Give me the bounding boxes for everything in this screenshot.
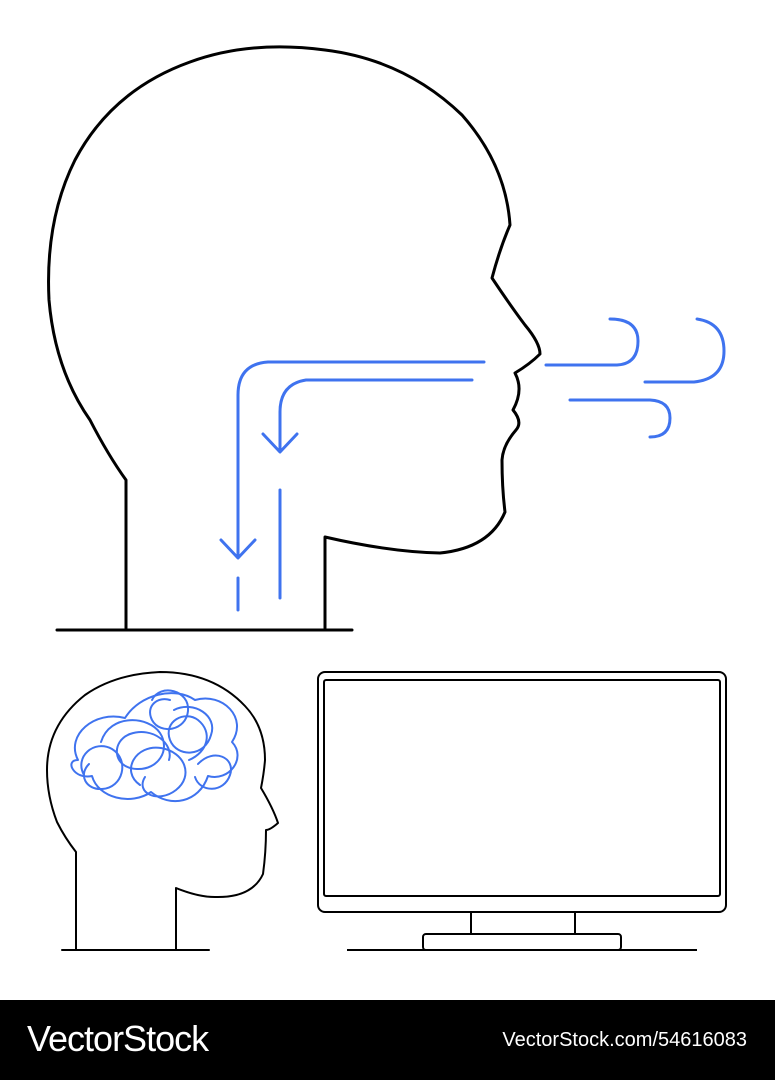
- tangled-brain-loop-3: [80, 745, 124, 791]
- image-id-text: VectorStock.com/54616083: [502, 1029, 747, 1051]
- tangled-brain-icon: [70, 689, 239, 803]
- brain-head-icon: [46, 671, 279, 951]
- vectorstock-logo: VectorStock: [27, 1018, 209, 1059]
- breath-wind-middle: [643, 317, 726, 384]
- tangled-brain-loop-2: [167, 705, 214, 761]
- outer-airflow-arrowhead: [219, 538, 257, 560]
- stock-footer: VectorStock VectorStock.com/54616083: [0, 1000, 775, 1080]
- monitor-stand: [422, 933, 622, 951]
- tangled-brain-loop-1: [100, 719, 171, 771]
- monitor-screen: [323, 679, 721, 897]
- outer-airflow-line: [236, 360, 486, 557]
- tangled-brain-loop-4: [129, 746, 187, 798]
- inner-airflow-arrowhead: [261, 432, 299, 454]
- inner-airflow-line: [278, 378, 474, 452]
- breathing-head-icon: [47, 45, 542, 632]
- monitor-frame: [317, 671, 727, 913]
- breath-wind-bottom: [568, 398, 672, 439]
- tangled-brain-loop-6: [194, 754, 232, 790]
- breath-wind-top: [544, 317, 640, 367]
- tangled-brain-loop-5: [149, 689, 190, 731]
- large-head-outline: [47, 45, 542, 630]
- small-head-outline: [46, 671, 279, 951]
- monitor-neck: [470, 912, 576, 934]
- breath-wind-icon: [544, 317, 726, 439]
- breathing-illustration: [46, 45, 727, 951]
- monitor-icon: [317, 671, 727, 951]
- airflow-arrows-icon: [219, 360, 486, 612]
